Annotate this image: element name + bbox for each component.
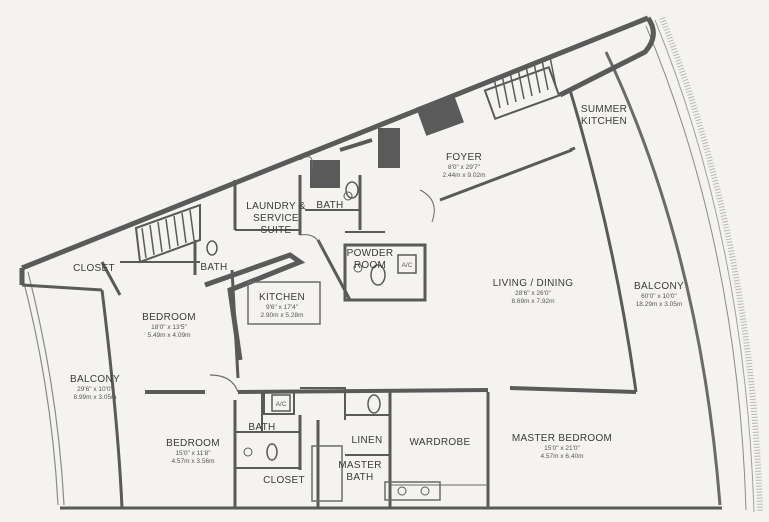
room-name-line1: MASTER [338, 460, 381, 471]
right-balcony-rail [604, 16, 763, 513]
room-name: BALCONY [70, 374, 120, 385]
room-name-line3: SUITE [261, 225, 292, 236]
room-name: KITCHEN [259, 292, 305, 303]
room-dim-metric: 4.57m x 3.56m [172, 458, 215, 465]
room-name: LINEN [352, 435, 383, 446]
room-dim-imperial: 15'0" x 21'0" [544, 445, 580, 452]
room-laundry: LAUNDRY & SERVICE SUITE [246, 201, 306, 236]
left-balcony-rail [21, 271, 65, 506]
room-dim-imperial: 8'0" x 29'7" [448, 164, 481, 171]
fixtures [206, 156, 435, 496]
room-dim-metric: 2.44m x 9.02m [443, 172, 486, 179]
room-bath-left: BATH [200, 262, 227, 273]
room-name: BATH [316, 200, 343, 211]
room-name-line1: POWDER [347, 248, 394, 259]
stairs-left [134, 203, 201, 264]
room-dim-imperial: 9'6" x 17'4" [266, 304, 299, 311]
room-master-bath: MASTER BATH [338, 460, 381, 483]
room-dim-metric: 5.49m x 4.09m [148, 332, 191, 339]
ac-label-bath: A/C [276, 401, 287, 408]
room-name: CLOSET [263, 475, 305, 486]
room-name: FOYER [446, 152, 482, 163]
room-name: WARDROBE [410, 437, 471, 448]
room-dim-metric: 4.57m x 6.40m [541, 453, 584, 460]
room-closet-left: CLOSET [73, 263, 115, 274]
room-dim-metric: 8.99m x 3.05m [74, 394, 117, 401]
room-bedroom-2: BEDROOM 15'0" x 11'8" 4.57m x 3.56m [166, 438, 220, 465]
room-name: BATH [248, 422, 275, 433]
room-foyer: FOYER 8'0" x 29'7" 2.44m x 9.02m [443, 152, 486, 179]
room-name: MASTER BEDROOM [512, 433, 612, 444]
room-name-line2: KITCHEN [581, 116, 627, 127]
room-bedroom-1: BEDROOM 18'0" x 13'5" 5.49m x 4.09m [142, 312, 196, 339]
room-name: BALCONY [634, 281, 684, 292]
room-name-line2: ROOM [354, 260, 386, 271]
room-dim-metric: 2.90m x 5.28m [261, 312, 304, 319]
room-powder: POWDER ROOM [347, 248, 394, 271]
stairs-right [483, 56, 561, 121]
room-dim-metric: 18.29m x 3.05m [636, 301, 683, 308]
room-summer-kitchen: SUMMER KITCHEN [581, 104, 627, 127]
ac-label-powder: A/C [402, 262, 413, 269]
room-name-line1: SUMMER [581, 104, 627, 115]
room-living-dining: LIVING / DINING 28'6" x 26'0" 8.69m x 7.… [493, 278, 574, 305]
room-name: BEDROOM [166, 438, 220, 449]
room-name: BEDROOM [142, 312, 196, 323]
room-dim-imperial: 15'0" x 11'8" [175, 450, 211, 457]
room-name-line2: BATH [346, 472, 373, 483]
room-master-bedroom: MASTER BEDROOM 15'0" x 21'0" 4.57m x 6.4… [512, 433, 612, 460]
lower-walls [233, 387, 490, 508]
room-dim-imperial: 28'6" x 26'0" [515, 290, 551, 297]
room-bath-upper: BATH [316, 200, 343, 211]
room-closet-lower: CLOSET [263, 475, 305, 486]
room-dim-imperial: 29'6" x 10'0" [77, 386, 113, 393]
room-dim-imperial: 18'0" x 13'5" [151, 324, 187, 331]
room-balcony-left: BALCONY 29'6" x 10'0" 8.99m x 3.05m [70, 374, 120, 401]
room-balcony-right: BALCONY 60'0" x 10'0" 18.29m x 3.05m [634, 281, 684, 308]
room-dim-metric: 8.69m x 7.92m [512, 298, 555, 305]
interior-walls [100, 94, 576, 379]
room-bath-lower: BATH [248, 422, 275, 433]
room-name-line1: LAUNDRY & [246, 201, 306, 212]
room-linen: LINEN [352, 435, 383, 446]
room-name: LIVING / DINING [493, 278, 574, 289]
room-name-line2: SERVICE [253, 213, 299, 224]
room-name: CLOSET [73, 263, 115, 274]
room-wardrobe: WARDROBE [410, 437, 471, 448]
room-name: BATH [200, 262, 227, 273]
room-dim-imperial: 60'0" x 10'0" [641, 293, 677, 300]
room-kitchen: KITCHEN 9'6" x 17'4" 2.90m x 5.28m [259, 292, 305, 319]
